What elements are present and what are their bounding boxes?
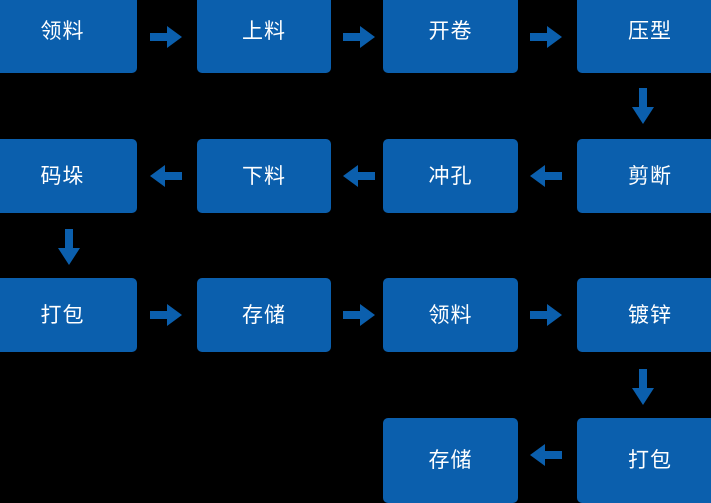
arrow-left-icon (530, 443, 562, 467)
arrow-left-icon (150, 164, 182, 188)
process-node-label: 开卷 (428, 19, 473, 43)
process-node-n10[interactable]: 存储 (197, 278, 331, 352)
process-node-n1[interactable]: 领料 (0, 0, 137, 73)
process-node-n5[interactable]: 码垛 (0, 139, 137, 213)
process-node-n8[interactable]: 剪断 (577, 139, 711, 213)
process-node-label: 压型 (628, 19, 672, 43)
process-node-n2[interactable]: 上料 (197, 0, 331, 73)
process-node-n14[interactable]: 打包 (577, 418, 711, 503)
arrow-down-icon (57, 229, 81, 265)
process-node-label: 存储 (428, 448, 473, 472)
process-node-n6[interactable]: 下料 (197, 139, 331, 213)
process-node-n7[interactable]: 冲孔 (383, 139, 518, 213)
process-node-n4[interactable]: 压型 (577, 0, 711, 73)
arrow-right-icon (530, 303, 562, 327)
process-node-label: 码垛 (40, 163, 85, 188)
arrow-right-icon (530, 25, 562, 49)
arrow-right-icon (343, 25, 375, 49)
arrow-down-icon (631, 88, 655, 124)
process-node-label: 打包 (40, 302, 85, 327)
arrow-left-icon (343, 164, 375, 188)
process-node-label: 存储 (242, 302, 286, 327)
arrow-right-icon (343, 303, 375, 327)
arrow-right-icon (150, 303, 182, 327)
process-node-n9[interactable]: 打包 (0, 278, 137, 352)
process-node-label: 剪断 (628, 163, 672, 188)
process-node-label: 上料 (242, 19, 286, 43)
process-node-n12[interactable]: 镀锌 (577, 278, 711, 352)
process-node-n13[interactable]: 存储 (383, 418, 518, 503)
process-node-n3[interactable]: 开卷 (383, 0, 518, 73)
arrow-left-icon (530, 164, 562, 188)
arrow-down-icon (631, 369, 655, 405)
process-node-label: 冲孔 (428, 163, 473, 188)
process-node-label: 打包 (628, 448, 672, 472)
arrow-right-icon (150, 25, 182, 49)
process-node-label: 镀锌 (628, 302, 672, 327)
process-node-n11[interactable]: 领料 (383, 278, 518, 352)
process-node-label: 下料 (242, 163, 286, 188)
process-node-label: 领料 (428, 302, 473, 327)
process-node-label: 领料 (40, 19, 85, 43)
